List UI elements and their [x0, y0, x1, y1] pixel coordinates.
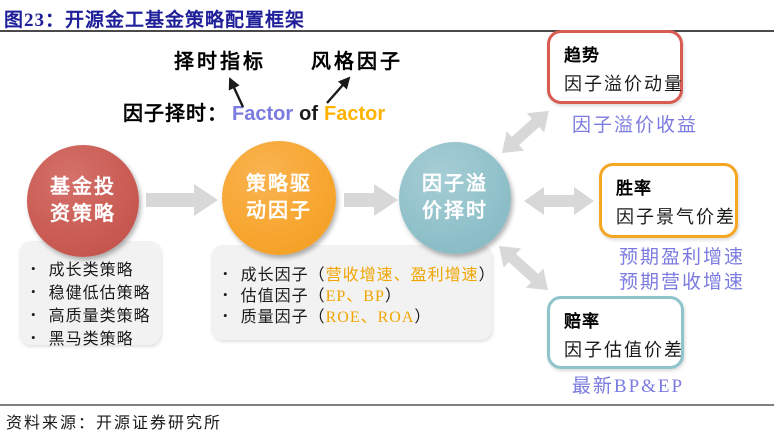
arrow-timing-to-trend	[502, 110, 549, 153]
caption-line: 预期营收增速	[618, 272, 745, 293]
trend-box-subtitle: 因子溢价动量	[564, 74, 684, 94]
win-rate-box-subtitle: 因子景气价差	[616, 207, 736, 227]
trend-caption: 因子溢价收益	[571, 115, 698, 136]
node-fund-investment-strategy: 基金投 资策略	[27, 145, 139, 257]
odds-box-subtitle: 因子估值价差	[564, 340, 684, 360]
arrow-timing-to-odds	[499, 246, 549, 291]
win-rate-caption: 预期盈利增速 预期营收增速	[602, 245, 762, 295]
source-divider	[0, 404, 774, 406]
factor-word-orange: Factor	[324, 103, 386, 125]
odds-box: 赔率 因子估值价差	[547, 296, 684, 369]
node-label-line: 因子溢	[422, 173, 488, 195]
arrow-driver-to-timing	[344, 184, 398, 216]
list-item: 黑马类策略	[31, 328, 161, 351]
odds-caption: 最新BP&EP	[571, 376, 685, 397]
timing-indicator-label: 择时指标	[174, 51, 266, 73]
node-label-line: 基金投	[50, 176, 116, 198]
factor-detail: EP、BP	[325, 288, 385, 305]
factor-list-box: 成长因子（营收增速、盈利增速） 估值因子（EP、BP） 质量因子（ROE、ROA…	[211, 245, 495, 340]
odds-box-title: 赔率	[564, 312, 600, 331]
node-label-line: 动因子	[246, 200, 312, 222]
node-factor-premium-timing: 因子溢 价择时	[399, 142, 511, 254]
list-item: 估值因子（EP、BP）	[223, 286, 492, 307]
list-item: 稳健低估策略	[31, 282, 161, 305]
arrow-fund-to-driver	[146, 184, 218, 216]
factor-timing-prefix: 因子择时：	[123, 103, 228, 125]
strategy-list-box: 成长类策略 稳健低估策略 高质量类策略 黑马类策略	[19, 241, 161, 348]
node-strategy-driving-factors: 策略驱 动因子	[222, 141, 336, 255]
figure-source: 资料来源：开源证券研究所	[6, 415, 223, 432]
list-item: 成长类策略	[31, 259, 161, 282]
factor-detail: 营收增速、盈利增速	[325, 267, 479, 284]
caption-line: 预期盈利增速	[618, 247, 745, 268]
list-item: 质量因子（ROE、ROA）	[223, 307, 492, 328]
node-label-line: 价择时	[422, 200, 488, 222]
win-rate-box: 胜率 因子景气价差	[599, 163, 738, 238]
trend-box-title: 趋势	[564, 46, 600, 65]
list-item: 高质量类策略	[31, 305, 161, 328]
style-factor-label: 风格因子	[311, 51, 403, 73]
arrow-timing-to-winrate	[524, 187, 594, 215]
factor-word-purple: Factor	[232, 103, 294, 125]
title-divider	[0, 30, 774, 32]
win-rate-box-title: 胜率	[616, 179, 652, 198]
list-item: 成长因子（营收增速、盈利增速）	[223, 265, 495, 286]
figure-title: 图23：开源金工基金策略配置框架	[4, 10, 306, 31]
node-label-line: 策略驱	[246, 173, 312, 195]
factor-detail: ROE、ROA	[325, 309, 415, 326]
node-label-line: 资策略	[50, 203, 116, 225]
of-word: of	[299, 103, 319, 125]
trend-box: 趋势 因子溢价动量	[547, 30, 683, 104]
